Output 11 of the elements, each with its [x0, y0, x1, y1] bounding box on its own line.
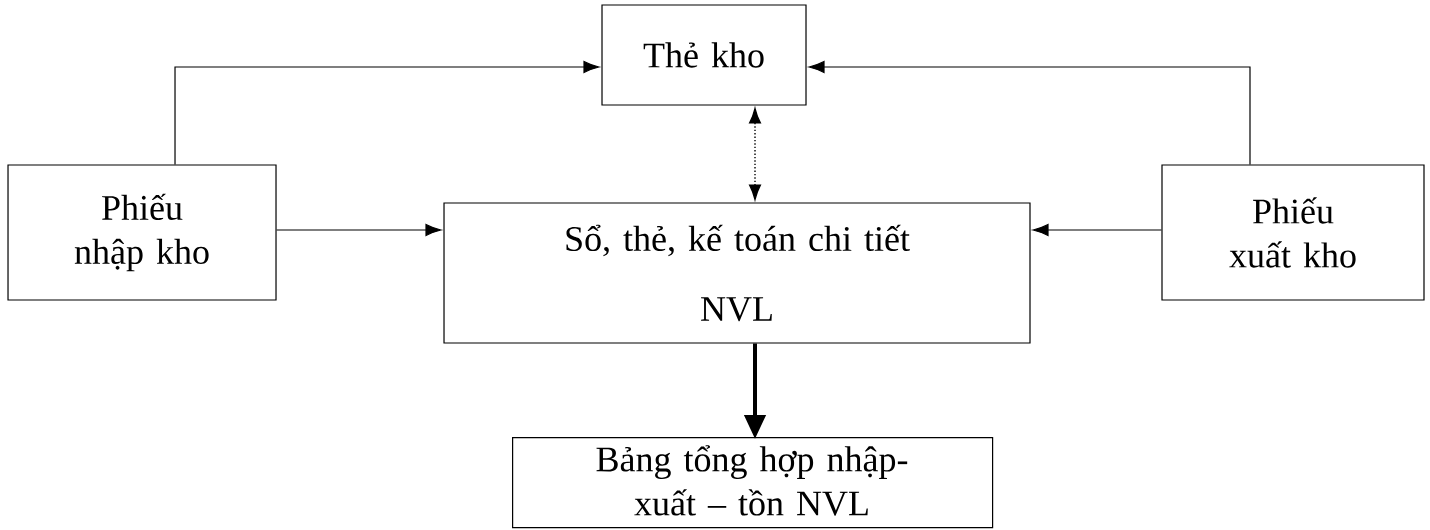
connector-arrow [1032, 223, 1162, 237]
process-box: Phiếu nhập kho [7, 164, 277, 301]
connector-arrow [174, 60, 600, 165]
process-box: Phiếu xuất kho [1161, 164, 1425, 301]
process-box: Thẻ kho [601, 4, 807, 106]
connector-arrow [749, 107, 761, 201]
process-box: Bảng tổng hợp nhập- xuất – tồn NVL [512, 437, 994, 529]
double-arrow [745, 341, 765, 439]
connector-arrow [276, 223, 442, 237]
connector-arrow [808, 60, 1251, 165]
process-box: Sổ, thẻ, kế toán chi tiết NVL [443, 202, 1031, 344]
